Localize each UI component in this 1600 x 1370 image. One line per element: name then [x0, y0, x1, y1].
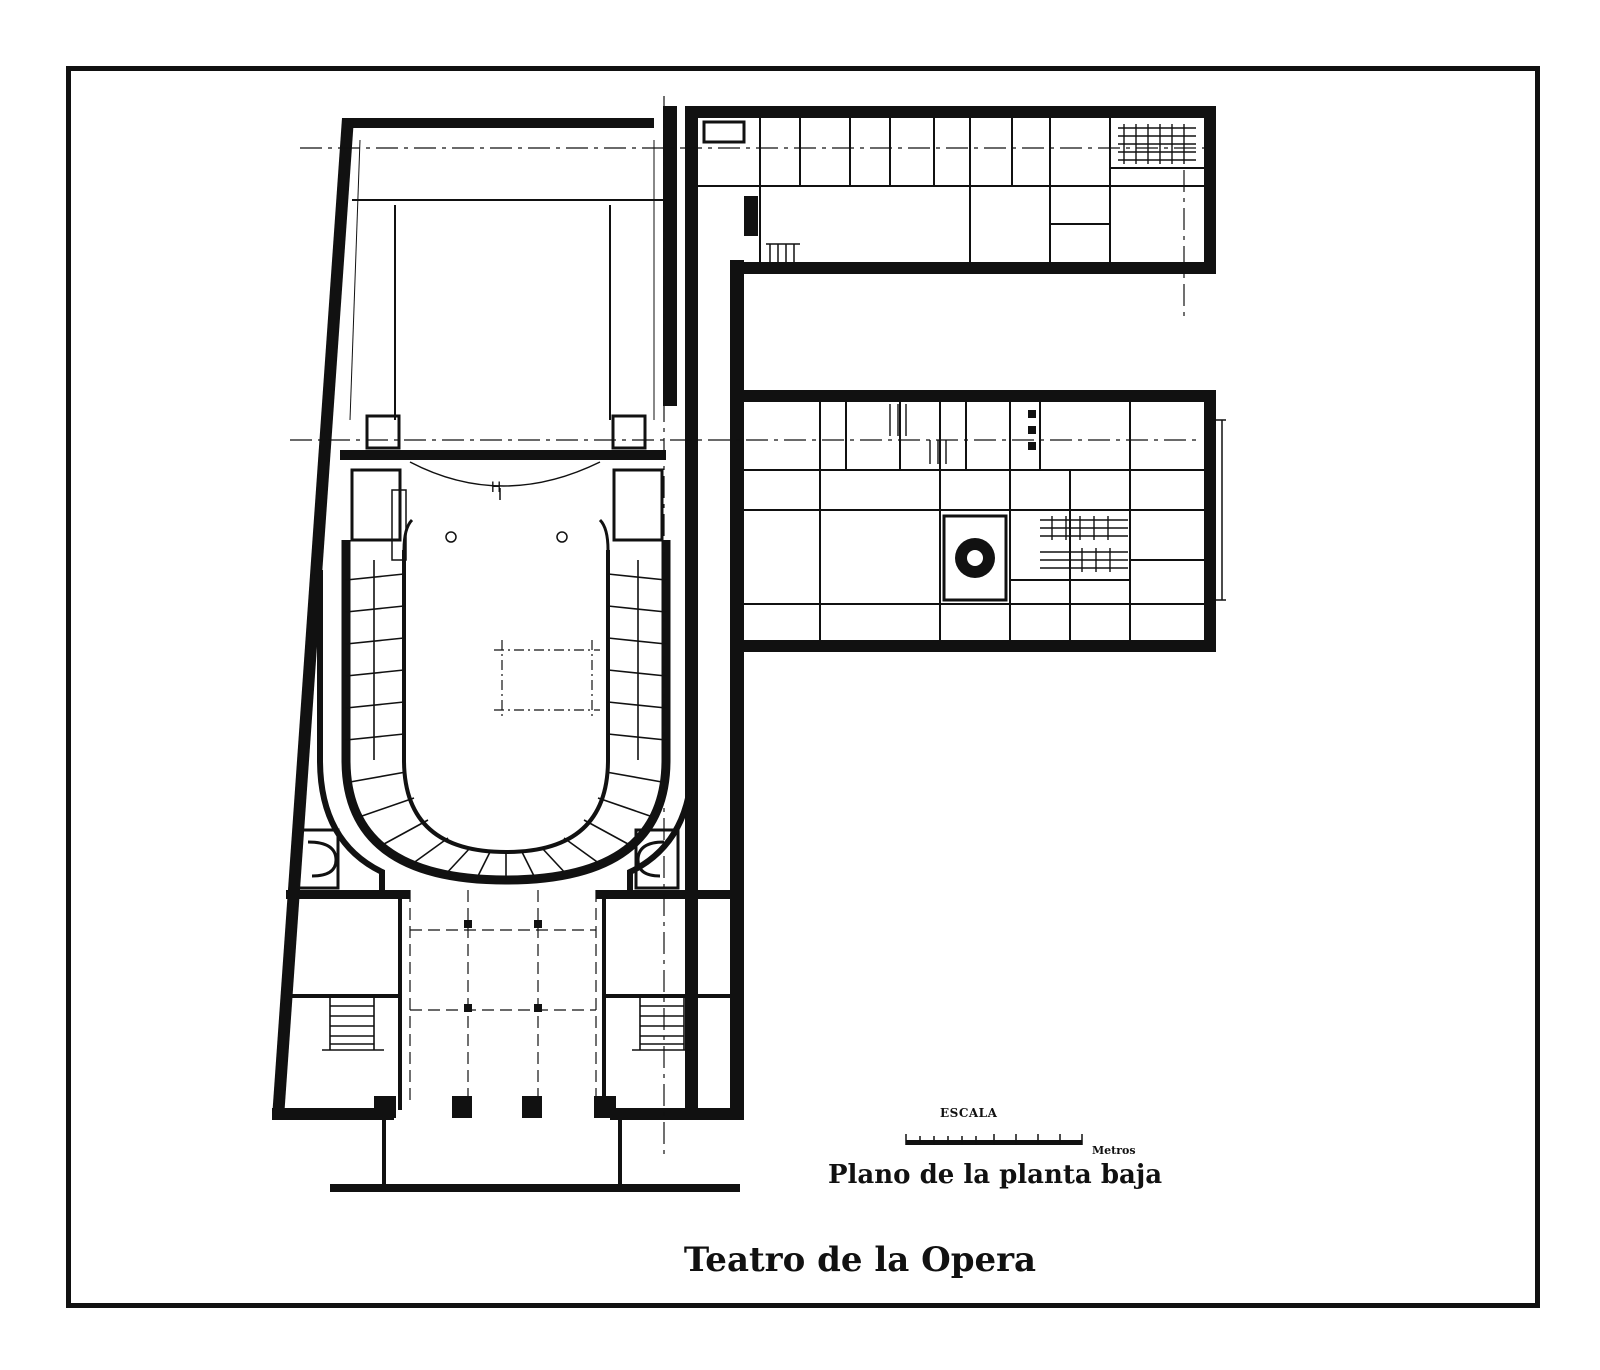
- page-frame: [66, 66, 1540, 1308]
- axis-lines: [290, 96, 1210, 1160]
- foyer: [284, 890, 740, 1192]
- scale-unit: Metros: [1092, 1144, 1136, 1157]
- scale-bar: [905, 1134, 1083, 1145]
- svg-text:H: H: [491, 480, 502, 496]
- spiral-stairs: [294, 828, 680, 890]
- scale-title: ESCALA: [940, 1106, 998, 1120]
- theatre-outer-walls: [272, 106, 744, 1120]
- plan-title: Teatro de la Opera: [683, 1240, 1037, 1280]
- auditorium: [317, 518, 695, 892]
- plan-subtitle: Plano de la planta baja: [828, 1160, 1163, 1190]
- lower-annex: [738, 390, 1226, 652]
- stage-area: H: [340, 205, 666, 561]
- upper-annex: [685, 106, 1216, 274]
